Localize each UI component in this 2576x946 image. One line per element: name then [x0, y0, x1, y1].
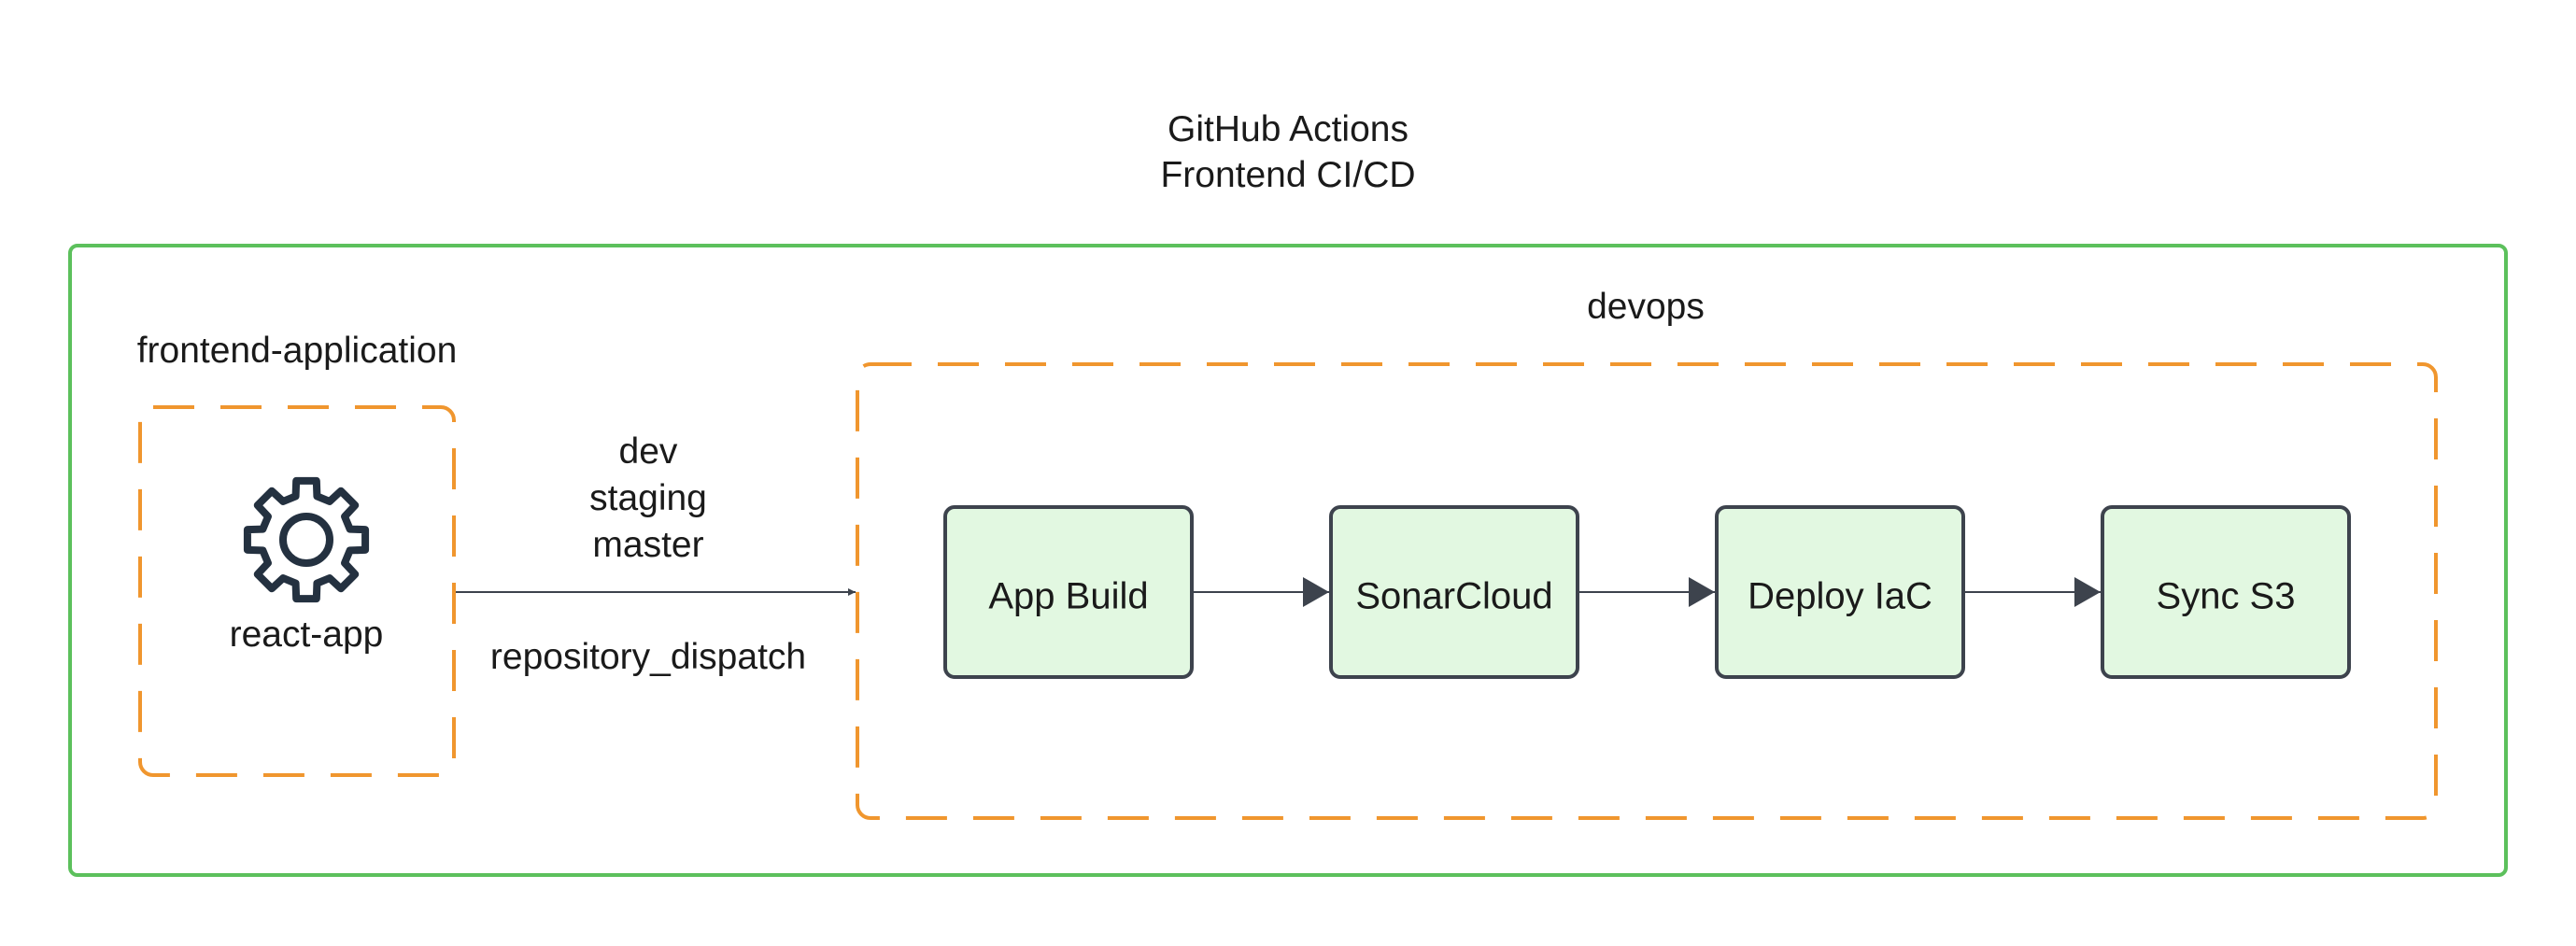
step-label: SonarCloud [1355, 576, 1552, 617]
gear-icon [243, 476, 370, 603]
frontend-group [138, 405, 456, 777]
branch-label-dev: dev [619, 431, 678, 472]
title-line-2: Frontend CI/CD [1160, 155, 1415, 195]
step-label: App Build [988, 576, 1148, 617]
trigger-event-label: repository_dispatch [490, 637, 806, 677]
step-sonarcloud: SonarCloud [1329, 505, 1579, 679]
step-deploy-iac: Deploy IaC [1715, 505, 1965, 679]
arrowhead [1303, 577, 1329, 607]
step-label: Deploy IaC [1748, 576, 1932, 617]
arrowhead [1689, 577, 1715, 607]
outer-container [68, 244, 2508, 877]
react-app-label: react-app [230, 614, 384, 655]
step-label: Sync S3 [2157, 576, 2296, 617]
branch-label-master: master [592, 525, 703, 565]
frontend-group-label: frontend-application [137, 331, 458, 371]
branch-label-staging: staging [589, 478, 707, 518]
arrowhead [2074, 577, 2101, 607]
devops-group [856, 362, 2438, 820]
title-line-1: GitHub Actions [1168, 109, 1408, 149]
step-sync-s3: Sync S3 [2101, 505, 2351, 679]
step-app-build: App Build [943, 505, 1194, 679]
devops-group-label: devops [1587, 287, 1705, 327]
